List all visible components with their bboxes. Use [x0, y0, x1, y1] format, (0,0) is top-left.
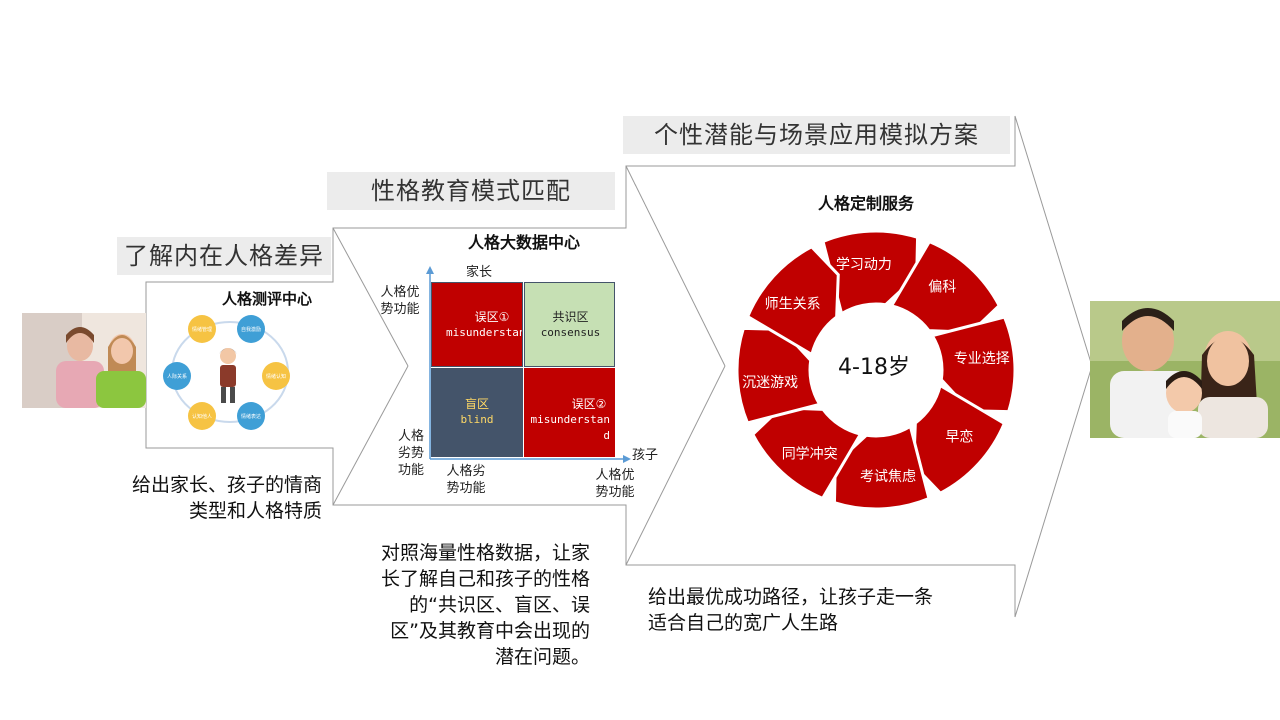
- node-label: 认知他人: [192, 413, 212, 420]
- stage1-center-title: 人格测评中心: [222, 290, 313, 308]
- person-figure-icon: [219, 348, 237, 403]
- photo-illustration: [1090, 301, 1280, 438]
- quadrant-cn: 盲区: [464, 397, 489, 411]
- node-circle: [237, 402, 265, 430]
- stage3-banner: 个性潜能与场景应用模拟方案: [623, 116, 1010, 154]
- ring-segment-label: 专业选择: [954, 351, 1010, 367]
- quadrant-en: blind: [460, 413, 494, 426]
- node-circle: [163, 362, 191, 390]
- ring-segment-label: 同学冲突: [782, 446, 838, 462]
- node-circle: [237, 315, 265, 343]
- node-circle: [262, 362, 290, 390]
- axis-y-label: 家长: [466, 265, 493, 280]
- node-label: 人际关系: [167, 373, 187, 380]
- ring-segment: [912, 383, 1007, 496]
- quadrant-misunderstand-1: 误区① misunderstand: [431, 282, 523, 367]
- ring-segment: [750, 406, 863, 501]
- stage2-caption: 对照海量性格数据，让家长了解自己和孩子的性格的“共识区、盲区、误区”及其教育中会…: [380, 542, 590, 668]
- quadrant-en: misunderstand: [530, 413, 610, 442]
- axis-x-label: 孩子: [632, 448, 659, 463]
- quadrant-en: consensus: [540, 326, 601, 339]
- ring-segment-label: 偏科: [928, 280, 956, 296]
- personality-assessment-diagram: 情绪管理 自我激励 人际关系 情绪认知 认知他人 情绪表达: [163, 315, 290, 430]
- ring-segment-label: 早恋: [945, 428, 973, 445]
- quadrant-cn: 共识区: [552, 310, 589, 324]
- ring-segment-label: 考试焦虑: [860, 469, 916, 485]
- stage3-center-title: 人格定制服务: [818, 194, 915, 213]
- ring-segment: [821, 229, 920, 317]
- node-circle: [188, 402, 216, 430]
- stage3-caption: 给出最优成功路径，让孩子走一条适合自己的宽广人生路: [648, 586, 934, 634]
- ring-segment: [745, 244, 840, 357]
- photo-illustration: [22, 313, 146, 408]
- ring-segment: [929, 315, 1017, 414]
- stage2-banner: 性格教育模式匹配: [327, 172, 615, 210]
- quadrant-consensus: 共识区 consensus: [524, 282, 615, 367]
- quadrant-en: misunderstand: [446, 326, 522, 339]
- y-top-label: 人格优势功能: [380, 285, 420, 317]
- quadrant-blind: 盲区 blind: [431, 368, 523, 457]
- node-label: 情绪认知: [266, 373, 286, 380]
- stage1-banner: 了解内在人格差异: [117, 237, 331, 275]
- quadrant-axes: [426, 266, 631, 463]
- ring-segment-label: 沉迷游戏: [742, 375, 798, 391]
- x-left-label: 人格劣势功能: [446, 464, 486, 496]
- y-bottom-label: 人格劣势功能: [398, 429, 425, 478]
- ring-segment: [735, 326, 823, 425]
- ring-center: [812, 306, 940, 434]
- age-label: 4-18岁: [838, 355, 910, 380]
- ring-segment-label: 师生关系: [765, 297, 821, 313]
- stage2-center-title: 人格大数据中心: [468, 233, 581, 252]
- node-label: 自我激励: [241, 326, 261, 333]
- quadrant-cn: 误区②: [571, 397, 607, 411]
- quadrant-misunderstand-2: 误区② misunderstand: [524, 368, 615, 457]
- node-circle: [188, 315, 216, 343]
- node-label: 情绪表达: [241, 413, 261, 420]
- family-photo: [1090, 301, 1280, 438]
- quadrant-cn: 误区①: [474, 310, 510, 324]
- ring-segment: [889, 239, 1002, 334]
- ring-segment: [832, 423, 931, 511]
- x-right-label: 人格优势功能: [595, 468, 635, 500]
- node-label: 情绪管理: [192, 326, 212, 333]
- parent-child-photo: [22, 313, 146, 408]
- stage1-caption: 给出家长、孩子的情商类型和人格特质: [131, 474, 322, 522]
- ring-segment-label: 学习动力: [836, 257, 892, 273]
